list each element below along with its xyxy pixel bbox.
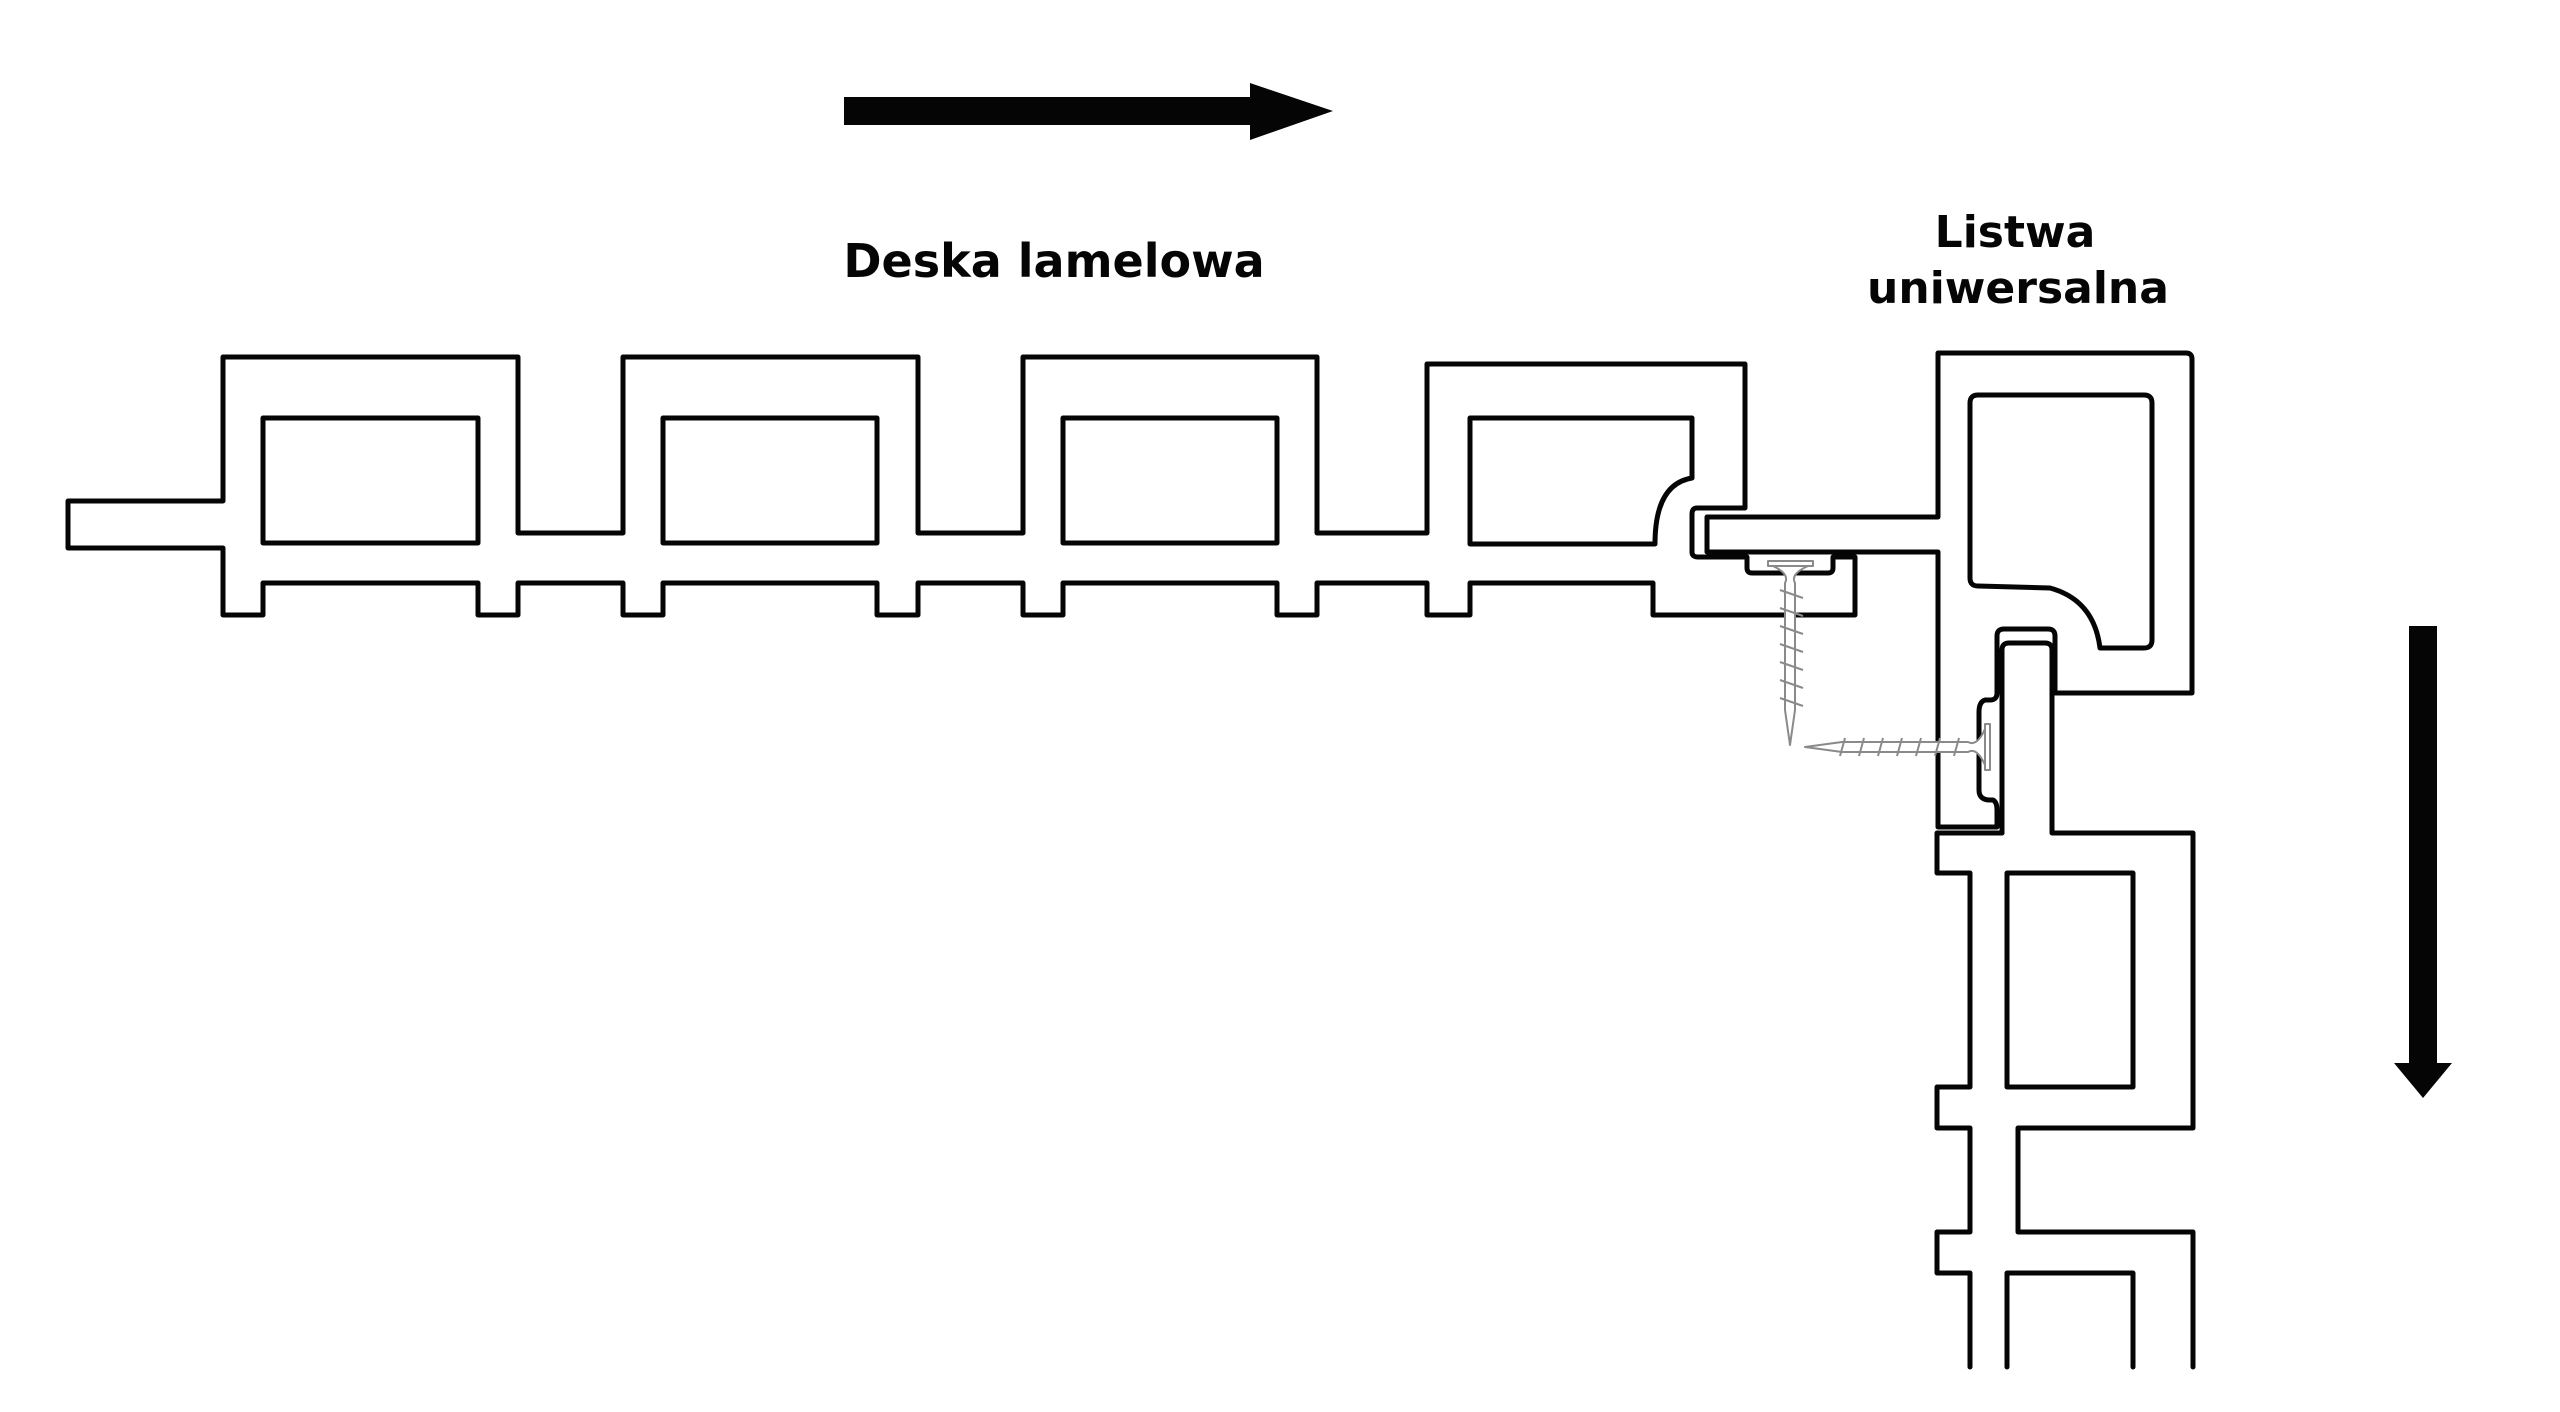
horizontal-board-chamber-2 — [660, 415, 880, 546]
horizontal-screw-icon — [1804, 723, 1991, 771]
vertical-slat-board-outline — [1999, 640, 2196, 1370]
universal-strip-cavity — [1967, 392, 2155, 651]
vertical-slat-board-left-edge — [1934, 830, 2005, 1370]
vertical-screw-icon — [1767, 560, 1814, 746]
vertical-board-chamber-1 — [2004, 870, 2136, 1090]
vertical-board-chamber-2 — [2004, 1270, 2136, 1370]
horizontal-slat-board-outline — [65, 354, 1858, 618]
direction-right-arrow — [844, 83, 1333, 140]
horizontal-board-chamber-1 — [260, 415, 481, 546]
universal-strip-label-line1: Listwa — [1935, 207, 2096, 258]
horizontal-board-chamber-3 — [1060, 415, 1280, 546]
universal-strip-label-line2: uniwersalna — [1867, 263, 2169, 314]
universal-strip-outline — [1704, 350, 2195, 830]
direction-down-arrow — [2394, 626, 2452, 1098]
horizontal-board-chamber-4 — [1467, 415, 1695, 547]
slat-board-label: Deska lamelowa — [843, 234, 1264, 288]
